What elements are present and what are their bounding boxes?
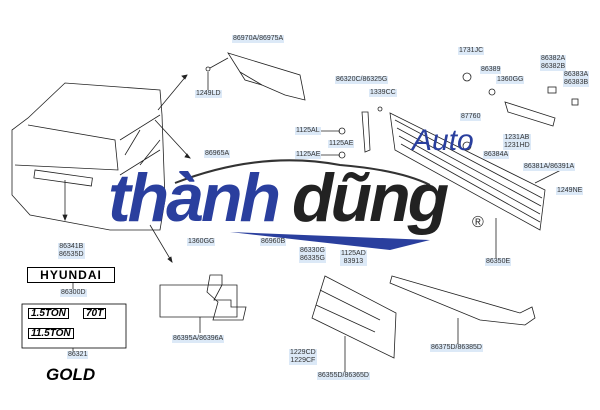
- badge-70t: 70T: [83, 308, 107, 319]
- label-86330g: 86330G 86335G: [299, 247, 326, 263]
- label-86389: 86389: [480, 66, 502, 74]
- registered-mark: ®: [472, 214, 484, 231]
- label-1125ad: 1125AD 83913: [340, 250, 367, 266]
- bumper-molding: [389, 275, 536, 326]
- label-86960b: 86960B: [260, 238, 287, 246]
- label-86395a: 86395A/86396A: [172, 335, 225, 343]
- label-86321: 86321: [67, 351, 89, 359]
- label-86381a: 86381A/86391A: [523, 163, 576, 171]
- label-86382: 86382A 86382B: [540, 55, 567, 71]
- label-1231ab: 1231AB 1231HD: [503, 134, 531, 150]
- label-86383: 86383A 86383B: [563, 71, 590, 87]
- label-1125ae: 1125AE: [295, 151, 322, 159]
- label-1125ae-2: 1125AE: [328, 140, 355, 148]
- decal: [159, 274, 247, 321]
- label-86970a: 86970A/86975A: [232, 35, 285, 43]
- side-garnish: [311, 275, 397, 359]
- label-87760: 87760: [460, 113, 482, 121]
- label-1339cc: 1339CC: [369, 89, 397, 97]
- label-86341b: 86341B 86535D: [58, 243, 85, 259]
- cover-plate: [227, 52, 306, 101]
- gold-emblem: GOLD: [46, 365, 96, 384]
- label-86350e: 86350E: [485, 258, 512, 266]
- label-1360gg-left: 1360GG: [187, 238, 216, 246]
- label-1229cd: 1229CD 1229CF: [289, 349, 317, 365]
- label-86375d: 86375D/86385D: [430, 344, 483, 352]
- truck-cab: [11, 82, 166, 231]
- hyundai-emblem: HYUNDAI: [27, 267, 115, 283]
- label-86355d: 86355D/86365D: [317, 372, 370, 380]
- badge-1-5-ton: 1.5TON: [28, 308, 69, 319]
- watermark-dung: dũng: [292, 160, 449, 236]
- label-86384a: 86384A: [483, 151, 510, 159]
- label-1360gg: 1360GG: [496, 76, 525, 84]
- label-86300d: 86300D: [60, 289, 87, 297]
- label-86965a: 86965A: [204, 150, 231, 158]
- label-1125al: 1125AL: [295, 127, 321, 135]
- label-86320c: 86320C/86325G: [335, 76, 389, 84]
- label-1249ld: 1249LD: [195, 90, 222, 98]
- watermark-thanh: thành: [108, 160, 281, 236]
- label-1249ne: 1249NE: [556, 187, 584, 195]
- label-1731jc: 1731JC: [458, 47, 485, 55]
- badge-11-5-ton: 11.5TON: [28, 328, 74, 339]
- radiator-grille: [389, 112, 546, 231]
- watermark-auto: Auto: [412, 124, 474, 157]
